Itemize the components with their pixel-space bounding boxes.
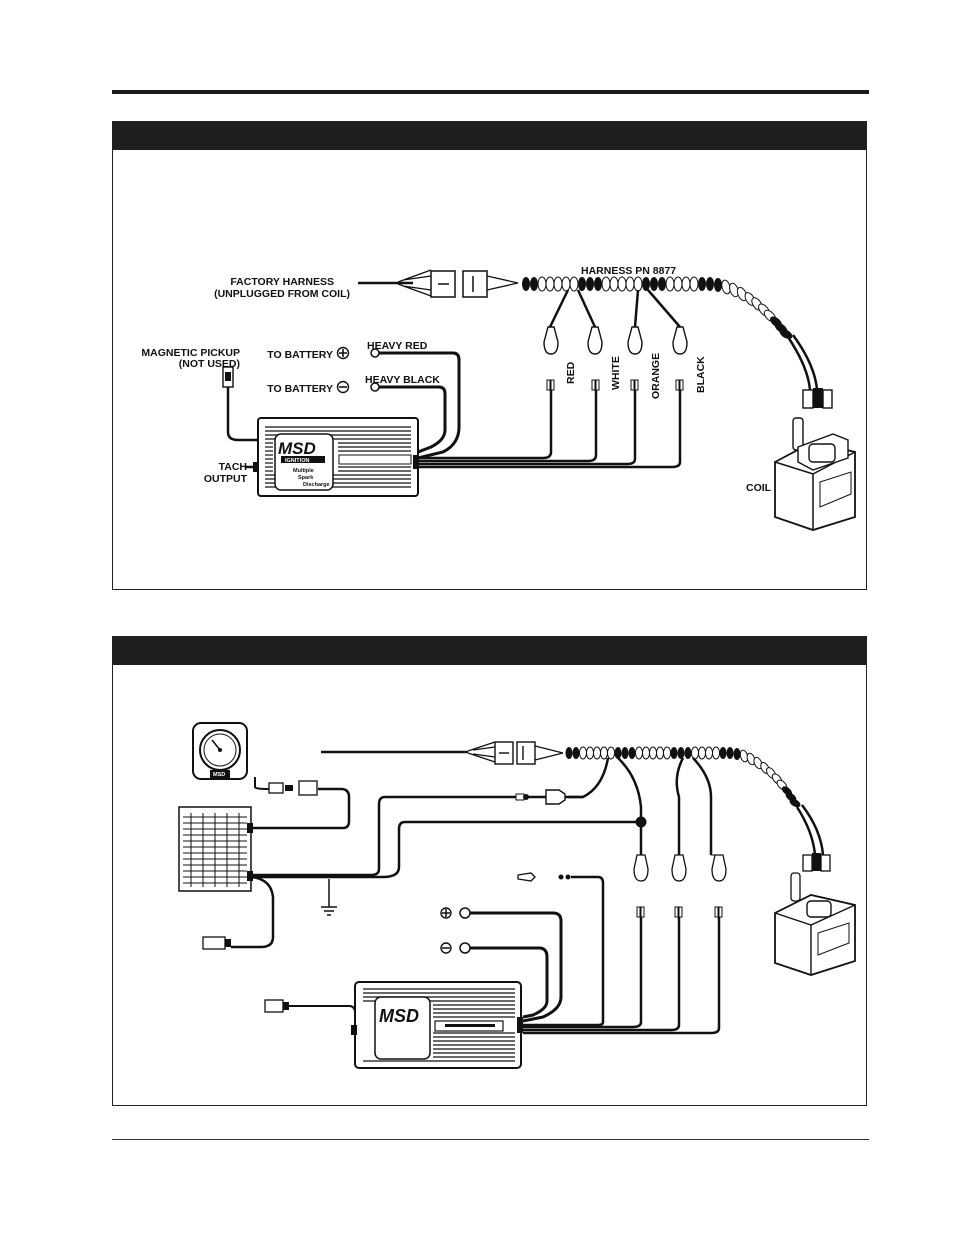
box-text-3: Discharge <box>303 482 330 488</box>
box-text-1: Multiple <box>293 468 314 474</box>
diagram-panel-2: MSD MSD <box>112 636 867 1106</box>
ignition-coil-2 <box>775 853 855 975</box>
wire-label-orange: ORANGE <box>650 353 662 399</box>
header-rule <box>112 90 869 94</box>
msd-logo-sub: IGNITION <box>285 458 309 464</box>
factory-harness-label-2: (UNPLUGGED FROM COIL) <box>214 288 350 300</box>
wire-label-black: BLACK <box>695 356 707 393</box>
harness-pn-label: HARNESS PN 8877 <box>581 265 676 277</box>
tach-output-label-2: OUTPUT <box>204 473 248 485</box>
ignition-coil <box>775 388 855 530</box>
tach-output-label-1: TACH <box>219 461 247 473</box>
to-battery-negative-label: TO BATTERY <box>267 383 333 395</box>
existing-ignition-box <box>179 807 253 891</box>
harness-coil <box>522 277 794 341</box>
factory-harness-label-1: FACTORY HARNESS <box>230 276 334 288</box>
heavy-black-label: HEAVY BLACK <box>365 374 440 386</box>
magnetic-pickup-label-2: (NOT USED) <box>179 358 240 370</box>
diagram-panel-1: MSD IGNITION Multiple Spark Discharge FA… <box>112 121 867 590</box>
box-text-2: Spark <box>298 475 314 481</box>
msd-box-2: MSD <box>351 982 523 1068</box>
footer-rule <box>112 1139 869 1140</box>
wire-label-red: RED <box>565 361 577 384</box>
wiring-diagram-1: MSD IGNITION Multiple Spark Discharge FA… <box>113 122 868 591</box>
tach-gauge: MSD <box>193 723 247 779</box>
msd-ignition-box: MSD IGNITION Multiple Spark Discharge <box>253 418 419 496</box>
wiring-diagram-2: MSD MSD <box>113 637 868 1107</box>
msd-logo: MSD <box>278 439 316 458</box>
coil-label: COIL <box>746 482 772 494</box>
msd-logo-2: MSD <box>379 1006 419 1026</box>
gauge-logo: MSD <box>213 772 225 778</box>
heavy-red-label: HEAVY RED <box>367 340 428 352</box>
to-battery-positive-label: TO BATTERY <box>267 349 333 361</box>
wire-label-white: WHITE <box>610 356 622 390</box>
